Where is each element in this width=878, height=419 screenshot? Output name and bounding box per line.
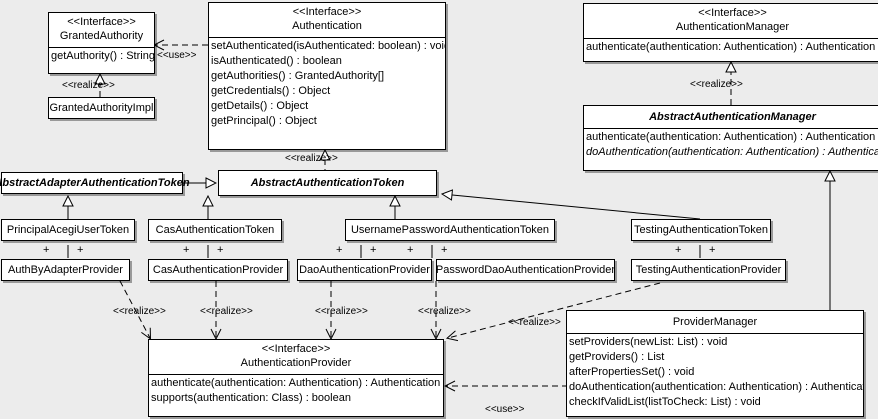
class-abstract-authentication-manager[interactable]: AbstractAuthenticationManager authentica…	[583, 105, 878, 171]
multiplicity-upat-pwd-right: +	[441, 244, 448, 256]
multiplicity-cat-left: +	[183, 244, 190, 256]
username-password-authentication-token-name: UsernamePasswordAuthenticationToken	[350, 224, 550, 236]
label-realize-granted-authority-impl: <<realize>>	[62, 80, 115, 91]
class-testing-authentication-token[interactable]: TestingAuthenticationToken	[631, 219, 771, 241]
abstract-authentication-manager-name: AbstractAuthenticationManager	[649, 111, 816, 123]
class-authentication-manager[interactable]: <<Interface>> AuthenticationManager auth…	[583, 3, 878, 62]
provider-manager-op-1: getProviders() : List	[569, 351, 665, 363]
multiplicity-cat-right: +	[217, 244, 224, 256]
multiplicity-pauat-left: +	[43, 244, 50, 256]
authentication-provider-stereotype: <<Interface>>	[261, 343, 331, 355]
class-provider-manager[interactable]: ProviderManager setProviders(newList: Li…	[566, 310, 864, 417]
abstract-authentication-manager-op-1: doAuthentication(authentication: Authent…	[586, 146, 878, 158]
provider-manager-name: ProviderManager	[672, 316, 758, 328]
multiplicity-pauat-right: +	[77, 244, 84, 256]
edge-authbyadapter-realizes-authprovider	[119, 280, 150, 338]
label-realize-password-dao-provider: <<realize>>	[418, 306, 471, 317]
abstract-adapter-authentication-token-name: AbstractAdapterAuthenticationToken	[0, 177, 190, 189]
granted-authority-name: GrantedAuthority	[59, 30, 144, 42]
label-use-provider-manager: <<use>>	[485, 404, 525, 415]
testing-authentication-token-name: TestingAuthenticationToken	[634, 224, 768, 236]
authentication-provider-op-1: supports(authentication: Class) : boolea…	[151, 392, 351, 404]
multiplicity-tat-right: +	[709, 244, 716, 256]
provider-manager-op-2: afterPropertiesSet() : void	[569, 366, 695, 378]
authentication-op-0: setAuthenticated(isAuthenticated: boolea…	[211, 40, 445, 52]
authentication-op-3: getCredentials() : Object	[211, 85, 331, 97]
authentication-op-5: getPrincipal() : Object	[211, 115, 317, 127]
authentication-provider-name: AuthenticationProvider	[240, 357, 352, 369]
authentication-manager-op-0: authenticate(authentication: Authenticat…	[586, 41, 876, 53]
class-authentication-provider[interactable]: <<Interface>> AuthenticationProvider aut…	[148, 339, 444, 417]
provider-manager-op-0: setProviders(newList: List) : void	[569, 336, 728, 348]
auth-by-adapter-provider-name: AuthByAdapterProvider	[8, 264, 123, 276]
label-realize-cas-provider: <<realize>>	[200, 306, 253, 317]
abstract-authentication-manager-op-0: authenticate(authentication: Authenticat…	[586, 131, 876, 143]
authentication-name: Authentication	[292, 20, 362, 32]
granted-authority-impl-name: GrantedAuthorityImpl	[49, 102, 154, 114]
multiplicity-upat-pwd-left: +	[407, 244, 414, 256]
label-realize-abstract-auth-manager: <<realize>>	[690, 79, 743, 90]
class-testing-authentication-provider[interactable]: TestingAuthenticationProvider	[631, 259, 786, 281]
multiplicity-upat-dao-right: +	[370, 244, 377, 256]
class-username-password-authentication-token[interactable]: UsernamePasswordAuthenticationToken	[345, 219, 555, 241]
testing-authentication-provider-name: TestingAuthenticationProvider	[635, 264, 782, 276]
provider-manager-op-3: doAuthentication(authentication: Authent…	[569, 381, 863, 393]
class-principal-acegi-user-token[interactable]: PrincipalAcegiUserToken	[1, 219, 135, 241]
class-abstract-adapter-authentication-token[interactable]: AbstractAdapterAuthenticationToken	[0, 172, 190, 194]
dao-authentication-provider-name: DaoAuthenticationProvider	[299, 264, 430, 276]
class-granted-authority[interactable]: <<Interface>> GrantedAuthority getAuthor…	[48, 12, 155, 74]
authentication-op-2: getAuthorities() : GrantedAuthority[]	[211, 70, 385, 82]
authentication-provider-op-0: authenticate(authentication: Authenticat…	[151, 377, 441, 389]
class-cas-authentication-token[interactable]: CasAuthenticationToken	[148, 219, 282, 241]
multiplicity-upat-dao-left: +	[336, 244, 343, 256]
provider-manager-op-4: checkIfValidList(listToCheck: List) : vo…	[569, 396, 761, 408]
label-use-granted-authority: <<use>>	[157, 50, 197, 61]
authentication-manager-stereotype: <<Interface>>	[698, 7, 767, 19]
multiplicity-tat-left: +	[675, 244, 682, 256]
class-auth-by-adapter-provider[interactable]: AuthByAdapterProvider	[1, 259, 130, 281]
label-realize-auth-by-adapter: <<realize>>	[113, 306, 166, 317]
password-dao-authentication-provider-name: PasswordDaoAuthenticationProvider	[435, 264, 616, 276]
cas-authentication-token-name: CasAuthenticationToken	[155, 224, 275, 236]
granted-authority-stereotype: <<Interface>>	[67, 16, 136, 28]
authentication-op-1: isAuthenticated() : boolean	[211, 55, 342, 67]
class-authentication[interactable]: <<Interface>> Authentication setAuthenti…	[208, 2, 446, 150]
abstract-authentication-token-name: AbstractAuthenticationToken	[250, 177, 405, 189]
class-abstract-authentication-token[interactable]: AbstractAuthenticationToken	[218, 170, 437, 196]
principal-acegi-user-token-name: PrincipalAcegiUserToken	[6, 224, 130, 236]
authentication-manager-name: AuthenticationManager	[675, 21, 790, 33]
label-realize-testing-provider: <<realize>>	[508, 317, 561, 328]
class-cas-authentication-provider[interactable]: CasAuthenticationProvider	[148, 259, 288, 281]
edge-testingprovider-realizes-authprovider	[448, 282, 661, 338]
label-realize-dao-provider: <<realize>>	[315, 306, 368, 317]
authentication-op-4: getDetails() : Object	[211, 100, 309, 112]
authentication-stereotype: <<Interface>>	[292, 6, 362, 18]
cas-authentication-provider-name: CasAuthenticationProvider	[152, 264, 284, 276]
granted-authority-op-0: getAuthority() : String	[51, 50, 154, 62]
class-password-dao-authentication-provider[interactable]: PasswordDaoAuthenticationProvider	[436, 259, 615, 281]
label-realize-authentication: <<realize>>	[285, 153, 338, 164]
class-dao-authentication-provider[interactable]: DaoAuthenticationProvider	[297, 259, 432, 281]
edge-tat-extends-aat	[442, 194, 701, 220]
class-granted-authority-impl[interactable]: GrantedAuthorityImpl	[48, 97, 155, 119]
